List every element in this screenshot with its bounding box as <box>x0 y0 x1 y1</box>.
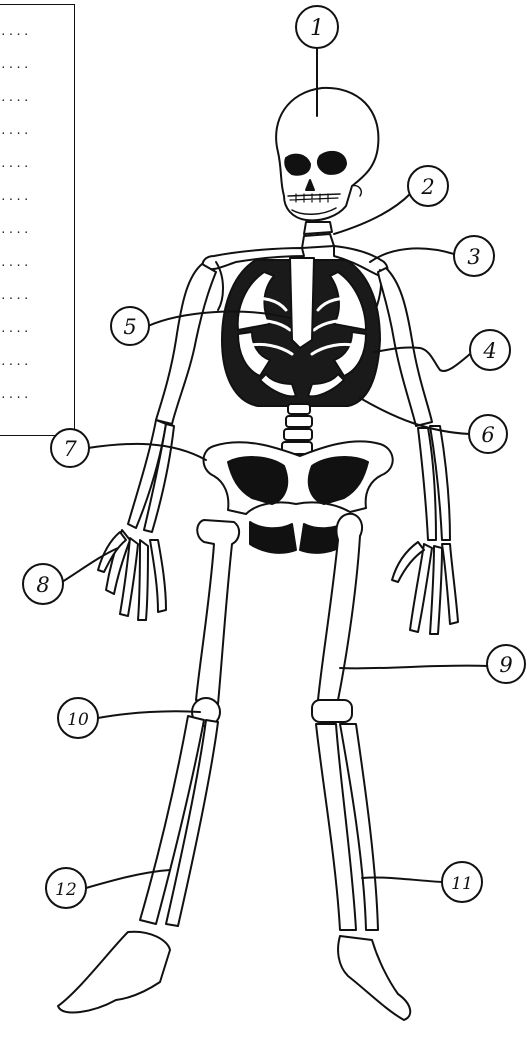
neck-vertebrae <box>302 222 334 248</box>
callout-10: 10 <box>58 698 200 738</box>
callout-number-10: 10 <box>67 710 89 730</box>
callout-number-11: 11 <box>451 874 473 894</box>
callout-8: 8 <box>23 548 118 604</box>
callout-number-6: 6 <box>481 423 494 447</box>
callout-9: 9 <box>340 645 525 683</box>
left-leg <box>58 520 239 1013</box>
callout-number-5: 5 <box>123 315 136 339</box>
right-leg <box>312 514 410 1020</box>
callout-number-2: 2 <box>420 175 434 199</box>
callout-number-4: 4 <box>482 339 496 363</box>
rib-cage <box>222 258 380 406</box>
callout-7: 7 <box>51 429 206 467</box>
callout-number-12: 12 <box>55 880 77 900</box>
callout-11: 11 <box>362 862 482 902</box>
spine <box>282 404 312 454</box>
callout-number-8: 8 <box>36 573 49 597</box>
skull <box>276 88 378 220</box>
callout-number-7: 7 <box>63 437 77 461</box>
callout-number-3: 3 <box>467 245 480 269</box>
callout-number-9: 9 <box>499 653 512 677</box>
callout-number-1: 1 <box>310 16 324 41</box>
